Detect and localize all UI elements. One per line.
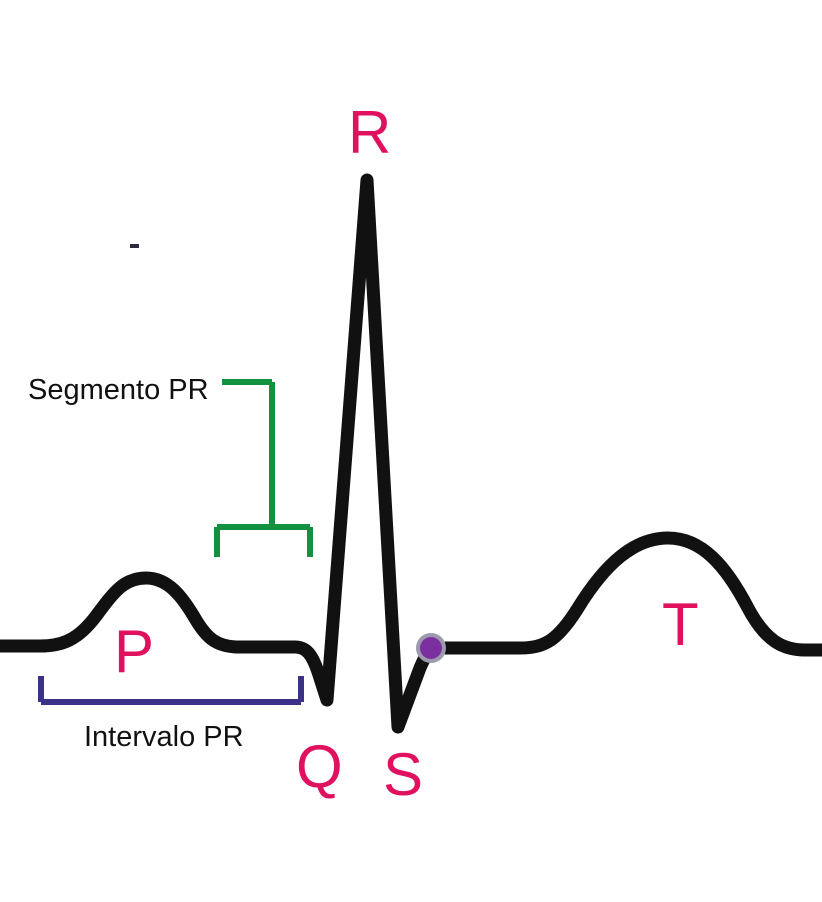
s-wave-label: S <box>383 741 423 808</box>
t-wave-label: T <box>662 591 699 658</box>
p-wave-label: P <box>114 618 154 685</box>
j-point-dot <box>420 637 442 659</box>
pr-segment-bracket <box>214 379 313 557</box>
tick-mark <box>130 244 139 248</box>
pr-interval-label: Intervalo PR <box>84 721 244 753</box>
j-point-marker <box>416 633 446 663</box>
q-wave-label: Q <box>296 733 343 800</box>
ecg-trace <box>0 173 822 734</box>
pr-interval-bracket <box>38 676 304 705</box>
pr-segment-label: Segmento PR <box>28 374 209 406</box>
r-wave-label: R <box>348 99 391 166</box>
